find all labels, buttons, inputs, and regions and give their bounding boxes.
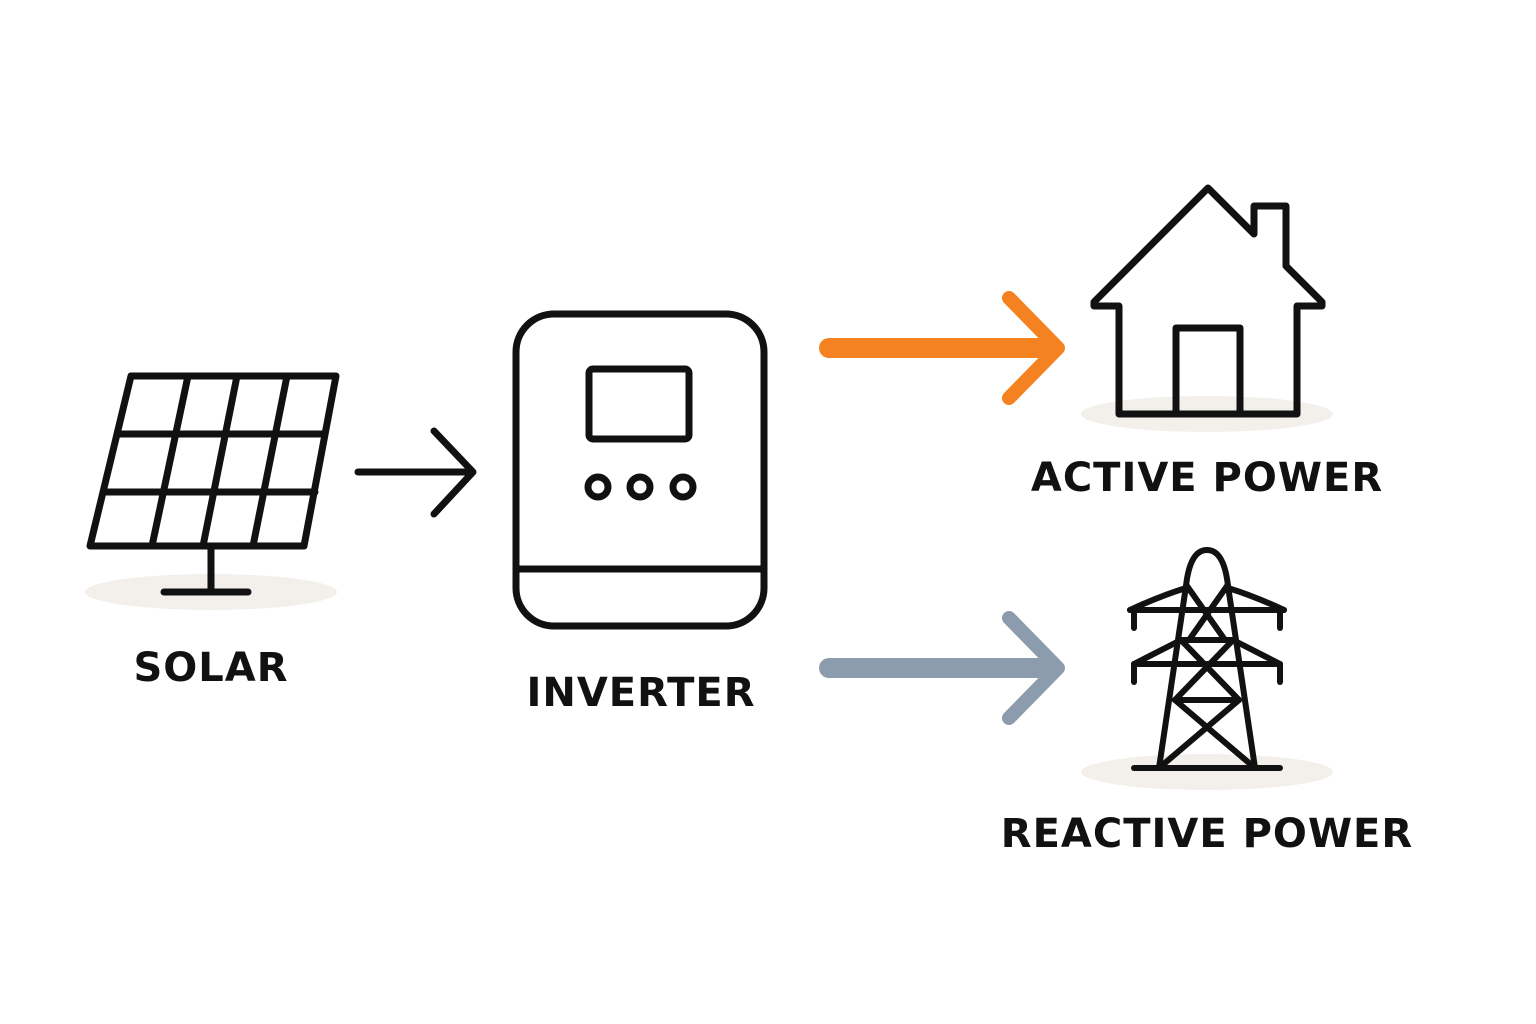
solar-panel-icon (86, 372, 340, 596)
active-power-label: ACTIVE POWER (1030, 455, 1384, 501)
inverter-label: INVERTER (526, 670, 756, 716)
house-icon (1090, 184, 1326, 418)
inverter-display (585, 365, 693, 443)
transmission-tower-icon (1127, 547, 1287, 771)
tower-shadow (1081, 754, 1333, 790)
inverter-button (669, 473, 697, 501)
inverter-button (626, 473, 654, 501)
inverter-icon (512, 310, 768, 630)
inverter-button (584, 473, 612, 501)
active-power-arrow (819, 291, 1065, 405)
reactive-power-label: REACTIVE POWER (1000, 811, 1414, 857)
solar-label: SOLAR (133, 645, 289, 691)
house-door (1172, 324, 1244, 418)
solar-to-inverter-arrow (354, 427, 477, 518)
reactive-power-arrow (819, 611, 1065, 725)
